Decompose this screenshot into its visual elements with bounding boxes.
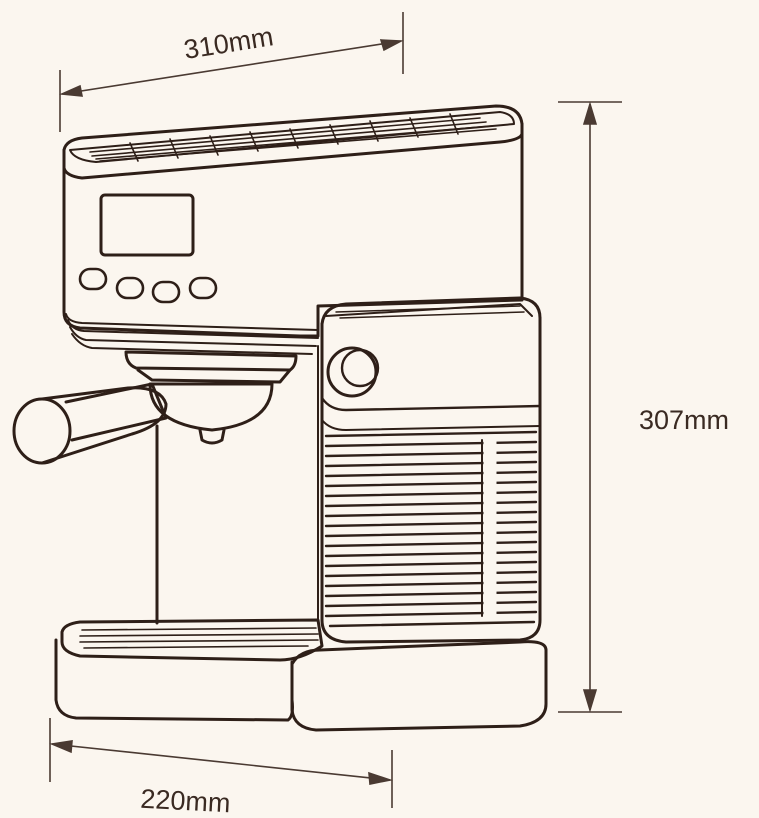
- water-tank-top: [320, 296, 542, 326]
- water-tank-ribs: [324, 430, 538, 628]
- water-tank-body: [320, 316, 542, 644]
- water-level-window: [483, 439, 497, 617]
- body-bottom-bands: [65, 313, 319, 355]
- control-buttons: [78, 267, 218, 304]
- height-label: 307mm: [639, 405, 729, 435]
- arrowhead-right: [379, 39, 404, 52]
- arrowhead-left: [58, 84, 83, 97]
- group-head: [124, 350, 298, 372]
- dimension-width-top: [58, 12, 404, 132]
- portafilter-handle-end: [12, 397, 72, 465]
- arrowhead-left-bottom: [49, 740, 73, 754]
- steam-knob-cap: [340, 348, 380, 388]
- portafilter-spout: [198, 428, 226, 445]
- display-screen: [99, 193, 195, 257]
- arrowhead-right-bottom: [368, 771, 394, 785]
- right-base: [290, 648, 548, 732]
- portafilter-basket: [148, 382, 274, 432]
- top-lid: [62, 104, 524, 180]
- tank-panel-mid-line: [321, 419, 541, 431]
- portafilter-neck: [64, 382, 168, 442]
- button-3: [151, 280, 181, 304]
- group-head-lower: [136, 368, 292, 384]
- arrowhead-bottom: [582, 689, 598, 713]
- dimension-depth-bottom: [49, 718, 394, 808]
- dimension-height: [558, 101, 622, 713]
- depth-bottom-label: 220mm: [140, 784, 231, 818]
- tank-panel-top-line: [320, 396, 542, 412]
- width-top-label: 310mm: [182, 21, 276, 65]
- water-tank-top-lines: [335, 305, 525, 319]
- dimension-line-depth: [51, 743, 391, 781]
- portafilter-handle: [40, 386, 168, 465]
- drip-tray-lines: [79, 627, 319, 649]
- right-base-top: [290, 640, 548, 666]
- water-tank-rim: [325, 303, 533, 317]
- cup-warmer-grille: [89, 113, 497, 162]
- arrowhead-top: [582, 101, 598, 125]
- drip-tray-base: [54, 638, 294, 722]
- button-2: [115, 276, 145, 300]
- steam-knob: [326, 346, 378, 398]
- espresso-machine: [12, 104, 548, 732]
- dimension-line-width: [61, 40, 402, 95]
- button-4: [188, 276, 218, 300]
- cup-warmer-rim: [69, 111, 515, 163]
- button-1: [78, 267, 108, 291]
